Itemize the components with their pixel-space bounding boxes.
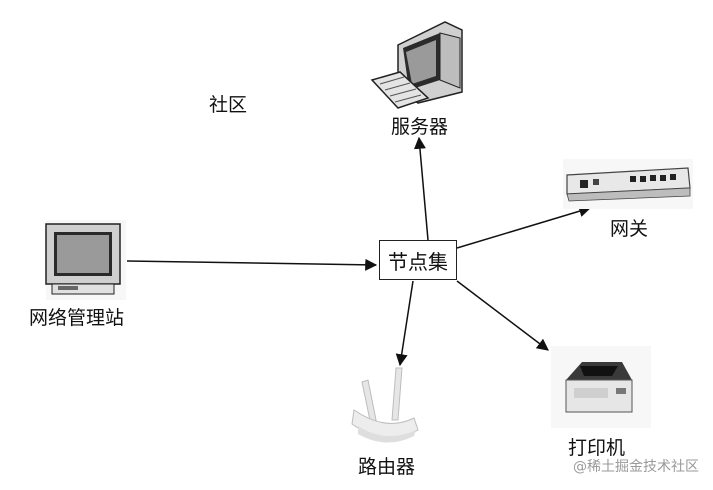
arrow-hub-to-gateway <box>456 205 592 249</box>
arrow-hub-to-printer <box>456 280 549 351</box>
server-label: 服务器 <box>391 116 449 138</box>
hub-node-box: 节点集 <box>379 240 457 280</box>
nms-station-icon <box>45 220 126 300</box>
router-label: 路由器 <box>358 456 416 478</box>
arrow-nms-to-hub <box>126 258 378 271</box>
printer-icon <box>551 346 651 428</box>
community-label: 社区 <box>209 94 248 116</box>
arrow-hub-to-router <box>395 280 414 367</box>
gateway-icon <box>563 159 693 209</box>
arrow-hub-to-server <box>413 136 429 241</box>
watermark: @稀土掘金技术社区 <box>573 459 699 475</box>
router-icon <box>351 367 419 443</box>
printer-label: 打印机 <box>568 437 626 459</box>
nms-label: 网络管理站 <box>29 307 125 329</box>
gateway-label: 网关 <box>610 218 649 240</box>
server-icon <box>370 21 463 109</box>
hub-label: 节点集 <box>388 249 448 274</box>
